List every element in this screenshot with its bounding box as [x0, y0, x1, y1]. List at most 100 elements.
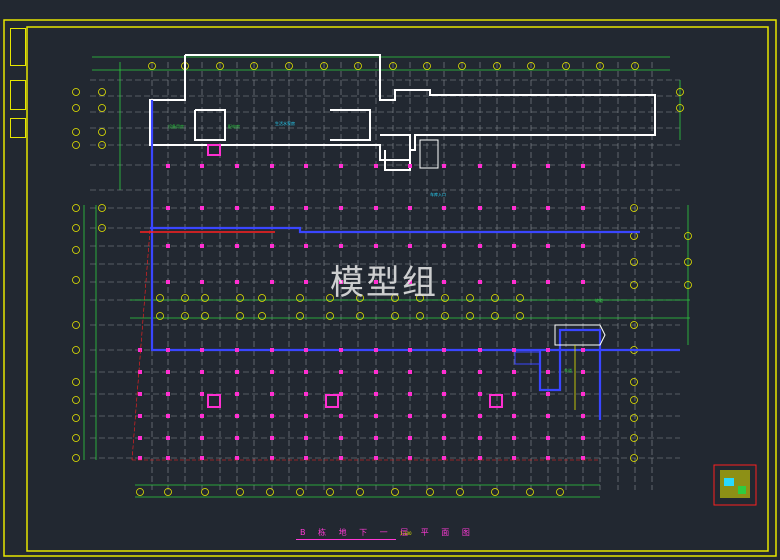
- column: [200, 436, 204, 440]
- axis-bubble-icon: [98, 141, 106, 149]
- column: [478, 370, 482, 374]
- column: [581, 206, 585, 210]
- shaft-square: [207, 144, 221, 156]
- column: [374, 244, 378, 248]
- axis-bubble-icon: [72, 246, 80, 254]
- column: [512, 244, 516, 248]
- stair-room-wall: [330, 109, 371, 141]
- axis-bubble-icon: [630, 454, 638, 462]
- axis-bubble-icon: [72, 104, 80, 112]
- column: [478, 164, 482, 168]
- axis-bubble-icon: [72, 414, 80, 422]
- column: [478, 280, 482, 284]
- axis-bubble-icon: [216, 62, 224, 70]
- axis-bubble-icon: [389, 62, 397, 70]
- axis-bubble-icon: [356, 312, 364, 320]
- column: [581, 244, 585, 248]
- column: [339, 280, 343, 284]
- axis-bubble-icon: [562, 62, 570, 70]
- column: [546, 164, 550, 168]
- column: [512, 414, 516, 418]
- axis-bubble-icon: [72, 204, 80, 212]
- axis-bubble-icon: [98, 224, 106, 232]
- annotation: 车道: [564, 367, 572, 373]
- axis-bubble-icon: [326, 294, 334, 302]
- column: [374, 370, 378, 374]
- column: [442, 392, 446, 396]
- axis-bubble-icon: [98, 104, 106, 112]
- column: [304, 280, 308, 284]
- column: [200, 206, 204, 210]
- column: [200, 456, 204, 460]
- axis-bubble-icon: [98, 128, 106, 136]
- axis-bubble-icon: [466, 294, 474, 302]
- axis-bubble-icon: [630, 232, 638, 240]
- axis-bubble-icon: [426, 488, 434, 496]
- column: [166, 436, 170, 440]
- column: [339, 244, 343, 248]
- column: [512, 164, 516, 168]
- axis-bubble-icon: [72, 141, 80, 149]
- axis-bubble-icon: [98, 88, 106, 96]
- axis-bubble-icon: [491, 294, 499, 302]
- axis-bubble-icon: [236, 294, 244, 302]
- axis-bubble-icon: [516, 312, 524, 320]
- column: [270, 280, 274, 284]
- upper-wall-outline: [149, 54, 656, 161]
- axis-bubble-icon: [250, 62, 258, 70]
- column: [374, 392, 378, 396]
- column: [270, 206, 274, 210]
- column: [235, 392, 239, 396]
- axis-bubble-icon: [201, 294, 209, 302]
- column: [408, 436, 412, 440]
- drawing-title: B 栋 地 下 一 层 平 面 图: [300, 528, 475, 537]
- column: [235, 164, 239, 168]
- axis-bubble-icon: [630, 204, 638, 212]
- column: [442, 370, 446, 374]
- column: [442, 244, 446, 248]
- axis-bubble-icon: [441, 312, 449, 320]
- column: [270, 348, 274, 352]
- column: [138, 456, 142, 460]
- blue-wall-top: [150, 226, 640, 234]
- watermark: 模型组: [330, 263, 438, 303]
- column: [138, 436, 142, 440]
- side-block-2: [10, 80, 26, 110]
- key-plan-icon: [713, 464, 757, 506]
- axis-bubble-icon: [320, 62, 328, 70]
- column: [166, 206, 170, 210]
- left-ramp-line: [131, 229, 151, 461]
- column: [270, 370, 274, 374]
- column: [270, 392, 274, 396]
- column: [166, 456, 170, 460]
- side-block-1: [10, 28, 26, 66]
- shaft-square: [489, 394, 503, 408]
- annotation: 车库入口: [430, 191, 446, 197]
- annotation: 坡道: [595, 297, 603, 303]
- axis-bubble-icon: [285, 62, 293, 70]
- column: [339, 456, 343, 460]
- axis-bubble-icon: [684, 258, 692, 266]
- column: [546, 414, 550, 418]
- axis-bubble-icon: [72, 434, 80, 442]
- column: [270, 164, 274, 168]
- column: [374, 348, 378, 352]
- column: [304, 436, 308, 440]
- column: [374, 436, 378, 440]
- structural-columns: [138, 164, 585, 460]
- column: [200, 348, 204, 352]
- column: [304, 370, 308, 374]
- column: [546, 348, 550, 352]
- column: [408, 244, 412, 248]
- axis-bubble-icon: [684, 232, 692, 240]
- column: [478, 348, 482, 352]
- room-label: 设备用房: [168, 123, 184, 129]
- column: [270, 456, 274, 460]
- axis-bubble-icon: [72, 88, 80, 96]
- axis-bubble-icon: [72, 128, 80, 136]
- column: [408, 370, 412, 374]
- column: [270, 244, 274, 248]
- axis-bubble-icon: [516, 294, 524, 302]
- inner-border: [26, 26, 769, 552]
